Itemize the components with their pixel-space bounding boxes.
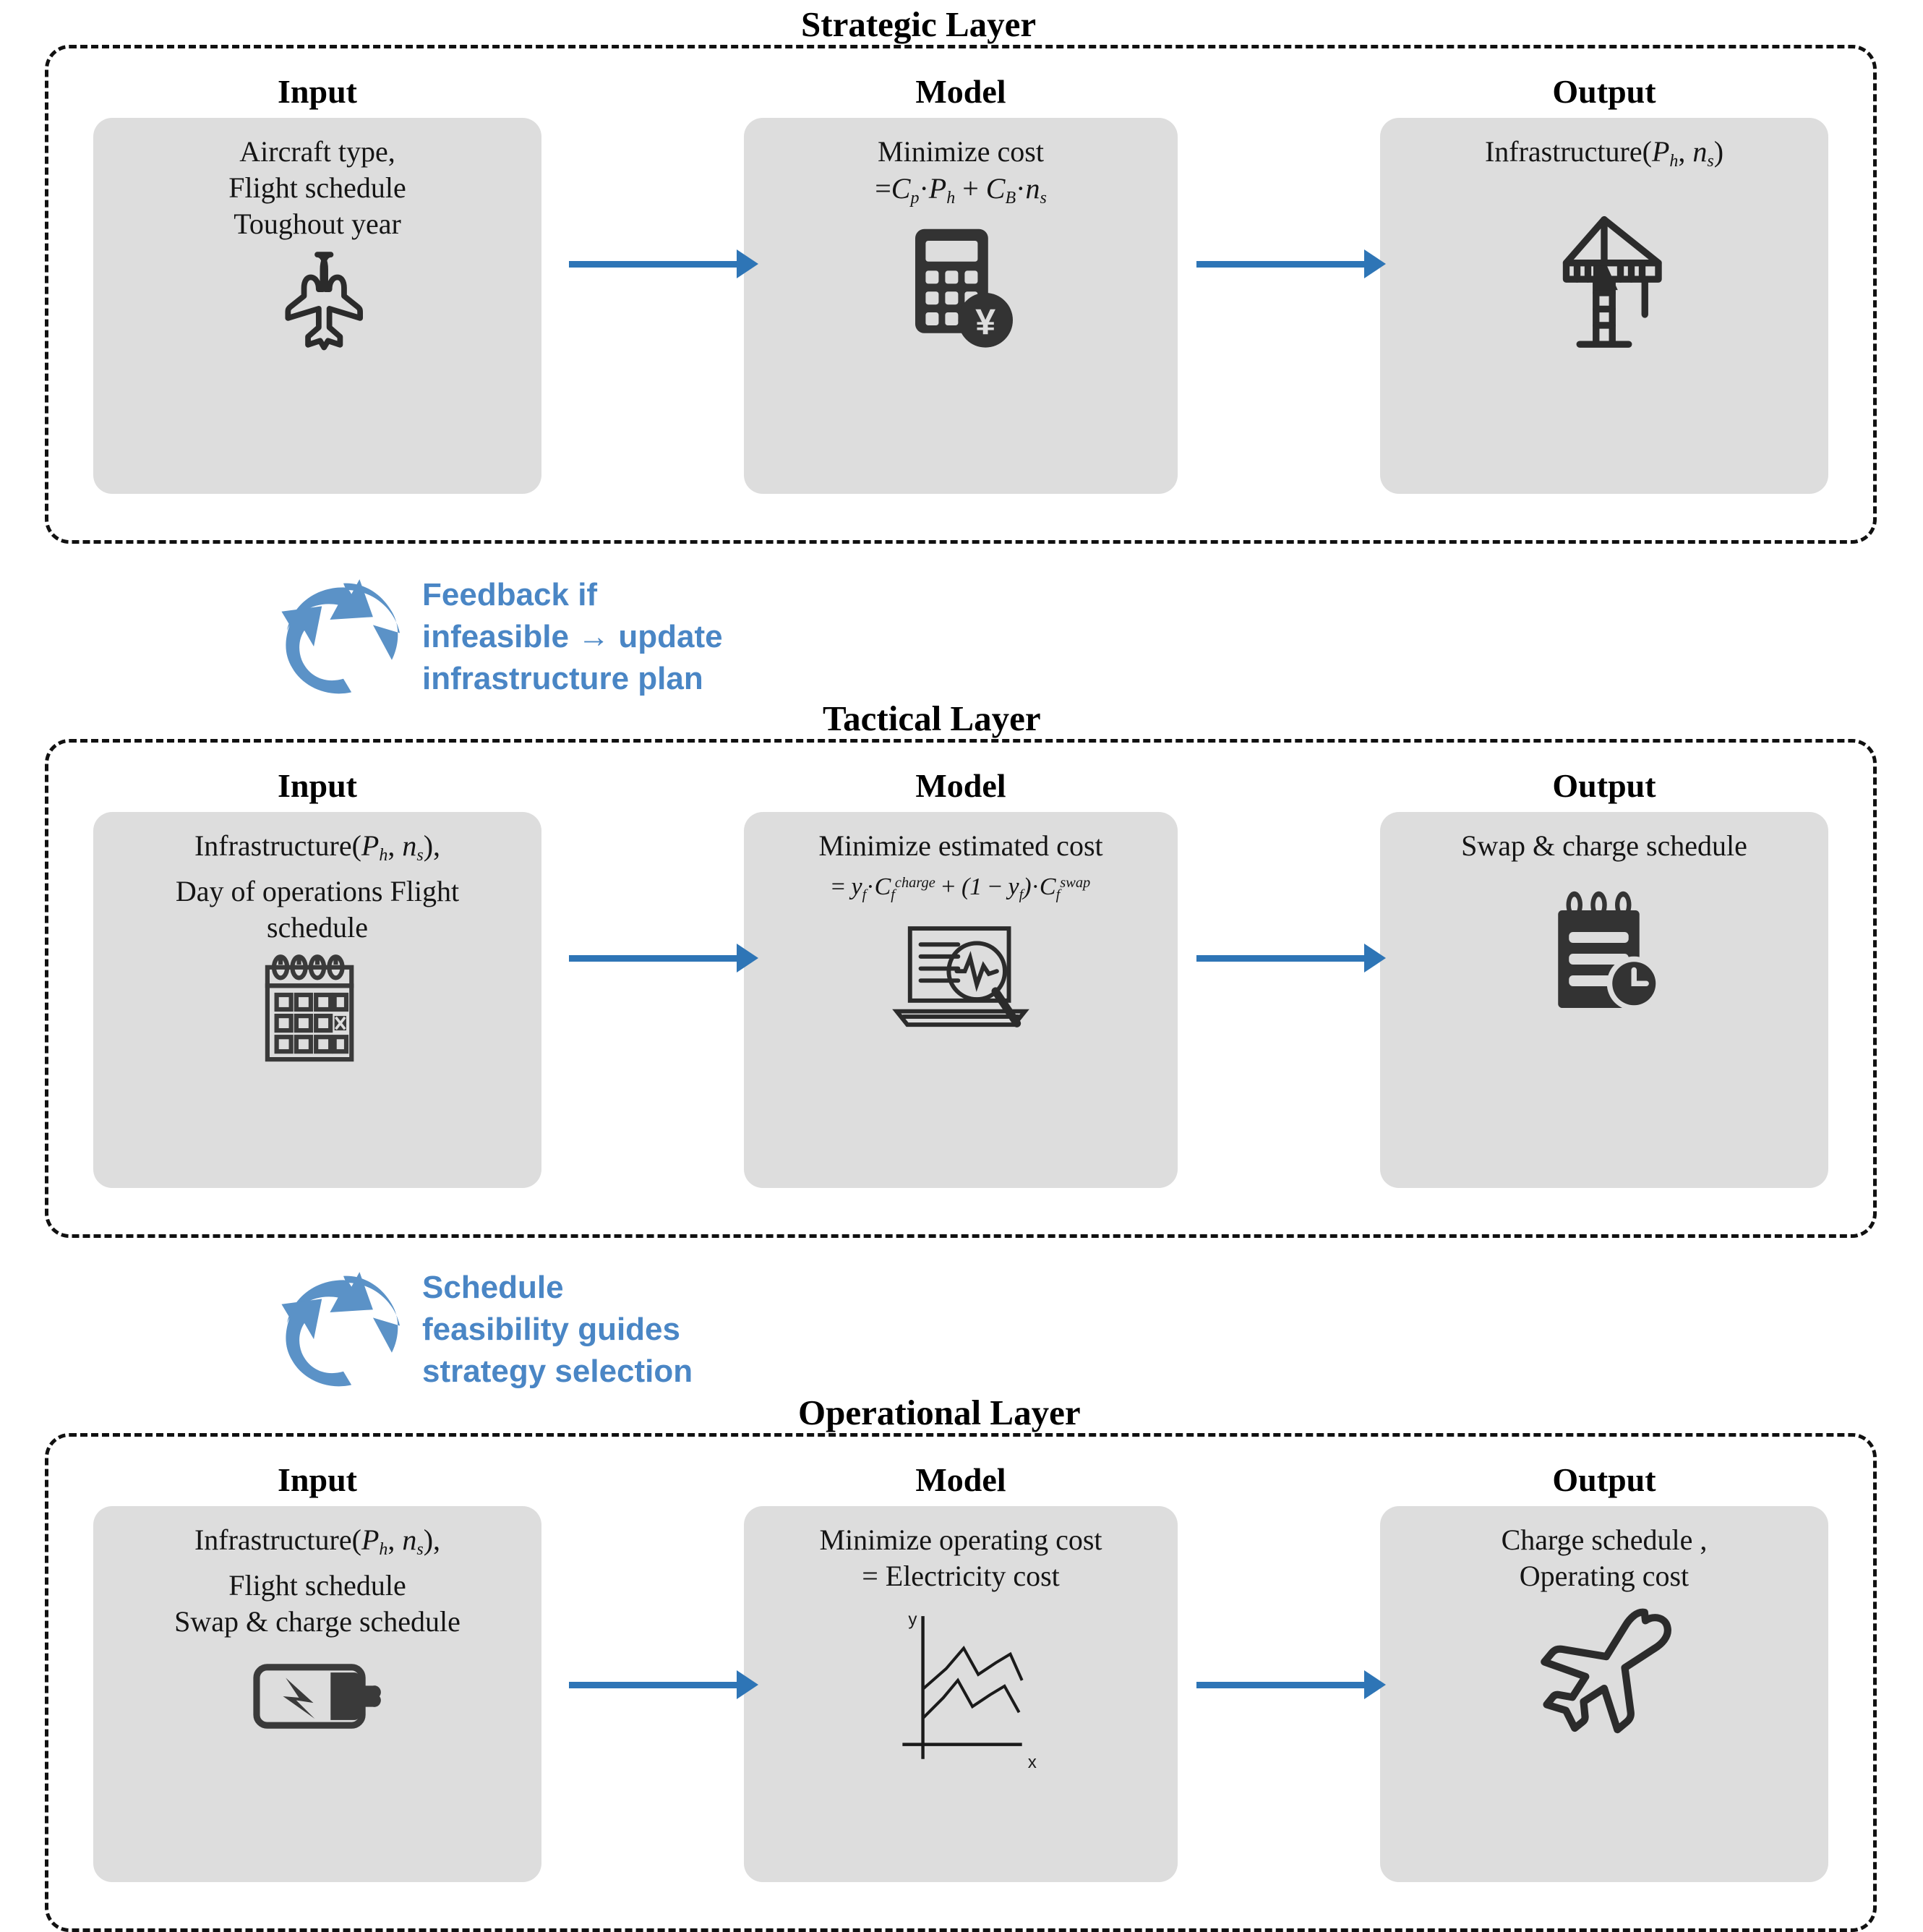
- arrow-shaft: [569, 954, 737, 962]
- strategic-input-card[interactable]: Aircraft type, Flight schedule Toughout …: [93, 118, 541, 494]
- layer-panel-strategic: Input Aircraft type, Flight schedule Tou…: [45, 45, 1877, 544]
- arrow-tactical-model-to-output: [1196, 944, 1386, 973]
- arrow-head: [1364, 1670, 1386, 1699]
- column-header-output: Output: [1552, 73, 1656, 110]
- calendar-icon: [256, 952, 379, 1067]
- arrow-shaft: [569, 1681, 737, 1688]
- tactical-model-card[interactable]: Minimize estimated cost = yf·Cfcharge + …: [744, 812, 1178, 1188]
- arrow-operational-model-to-output: [1196, 1670, 1386, 1699]
- arrow-shaft: [1196, 954, 1364, 962]
- arrow-head: [737, 1670, 758, 1699]
- strategic-model-text: Minimize cost: [878, 135, 1044, 168]
- arrow-tactical-input-to-model: [569, 944, 758, 973]
- line-chart-icon: y x: [870, 1607, 1051, 1774]
- battery-charging-icon: [249, 1653, 386, 1740]
- airplane-tilted-outline-icon: [1521, 1606, 1687, 1765]
- operational-input-text: Infrastructure(Ph, ns), Flight schedule …: [174, 1523, 461, 1638]
- feedback-text-tactical-operational: Schedule feasibility guides strategy sel…: [422, 1270, 693, 1389]
- arrow-strategic-input-to-model: [569, 249, 758, 278]
- arrow-head: [1364, 249, 1386, 278]
- column-header-model: Model: [915, 1461, 1006, 1498]
- layer-title-strategic: Strategic Layer: [791, 4, 1047, 45]
- arrow-strategic-model-to-output: [1196, 249, 1386, 278]
- column-header-input: Input: [278, 767, 357, 804]
- strategic-model-formula: =Cp·Ph + CB·ns: [875, 172, 1047, 208]
- tactical-output-column: Output Swap & charge schedule: [1373, 767, 1836, 1188]
- operational-model-card[interactable]: Minimize operating cost = Electricity co…: [744, 1506, 1178, 1882]
- tactical-input-text: Infrastructure(Ph, ns), Day of operation…: [175, 829, 460, 944]
- operational-input-card[interactable]: Infrastructure(Ph, ns), Flight schedule …: [93, 1506, 541, 1882]
- column-header-output: Output: [1552, 767, 1656, 804]
- tactical-input-column: Input Infrastructure(Ph, ns), Day of ope…: [86, 767, 549, 1188]
- chart-x-axis-label: x: [1028, 1753, 1037, 1772]
- operational-output-column: Output Charge schedule , Operating cost: [1373, 1461, 1836, 1882]
- column-header-model: Model: [915, 767, 1006, 804]
- arrow-shaft: [1196, 1681, 1364, 1688]
- cycle-arrows-icon: [276, 571, 411, 709]
- strategic-output-text: Infrastructure(Ph, ns): [1484, 135, 1724, 171]
- strategic-input-column: Input Aircraft type, Flight schedule Tou…: [86, 73, 549, 494]
- layer-panel-operational: Input Infrastructure(Ph, ns), Flight sch…: [45, 1433, 1877, 1932]
- tower-crane-icon: [1539, 208, 1669, 353]
- strategic-output-card[interactable]: Infrastructure(Ph, ns): [1380, 118, 1828, 494]
- strategic-model-column: Model Minimize cost =Cp·Ph + CB·ns: [744, 73, 1178, 494]
- arrow-head: [737, 944, 758, 973]
- arrow-operational-input-to-model: [569, 1670, 758, 1699]
- strategic-model-card[interactable]: Minimize cost =Cp·Ph + CB·ns: [744, 118, 1178, 494]
- tactical-input-card[interactable]: Infrastructure(Ph, ns), Day of operation…: [93, 812, 541, 1188]
- notepad-clock-icon: [1539, 889, 1669, 1019]
- operational-model-text: Minimize operating cost = Electricity co…: [819, 1523, 1102, 1592]
- column-header-input: Input: [278, 73, 357, 110]
- layer-title-operational: Operational Layer: [788, 1393, 1091, 1433]
- feedback-text-strategic-tactical: Feedback if infeasible → update infrastr…: [422, 577, 723, 696]
- cycle-arrows-icon: [276, 1264, 411, 1402]
- tactical-output-card[interactable]: Swap & charge schedule: [1380, 812, 1828, 1188]
- strategic-output-column: Output Infrastructure(Ph, ns): [1373, 73, 1836, 494]
- column-header-output: Output: [1552, 1461, 1656, 1498]
- operational-output-text: Charge schedule , Operating cost: [1501, 1523, 1708, 1592]
- chart-y-axis-label: y: [908, 1610, 917, 1629]
- column-header-model: Model: [915, 73, 1006, 110]
- arrow-shaft: [569, 260, 737, 268]
- layer-panel-tactical: Input Infrastructure(Ph, ns), Day of ope…: [45, 739, 1877, 1238]
- arrow-head: [1364, 944, 1386, 973]
- operational-model-column: Model Minimize operating cost = Electric…: [744, 1461, 1178, 1882]
- feedback-block-tactical-operational: Schedule feasibility guides strategy sel…: [276, 1264, 693, 1402]
- tactical-model-column: Model Minimize estimated cost = yf·Cfcha…: [744, 767, 1178, 1188]
- arrow-shaft: [1196, 260, 1364, 268]
- layer-title-tactical: Tactical Layer: [813, 698, 1051, 739]
- tactical-output-text: Swap & charge schedule: [1461, 829, 1747, 862]
- column-header-input: Input: [278, 1461, 357, 1498]
- operational-output-card[interactable]: Charge schedule , Operating cost: [1380, 1506, 1828, 1882]
- feedback-block-strategic-tactical: Feedback if infeasible → update infrastr…: [276, 571, 723, 709]
- tactical-model-text: Minimize estimated cost: [818, 829, 1103, 862]
- airplane-top-view-icon: [249, 247, 386, 369]
- operational-input-column: Input Infrastructure(Ph, ns), Flight sch…: [86, 1461, 549, 1882]
- calculator-yen-icon: ¥: [899, 221, 1022, 351]
- tactical-model-formula: = yf·Cfcharge + (1 − yf)·Cfswap: [831, 873, 1091, 903]
- strategic-input-text: Aircraft type, Flight schedule Toughout …: [228, 135, 406, 240]
- monitor-analytics-icon: [885, 920, 1037, 1043]
- svg-text:¥: ¥: [975, 302, 995, 343]
- arrow-head: [737, 249, 758, 278]
